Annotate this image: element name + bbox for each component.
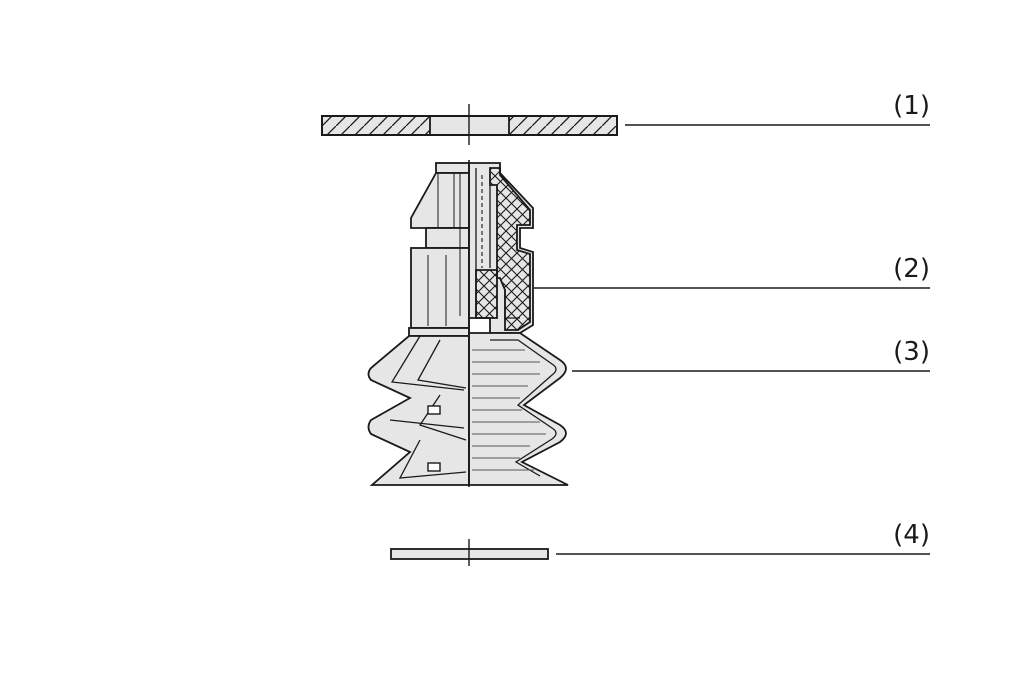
part-3-bellows-right-section xyxy=(468,332,569,486)
part-2-fitting-right-section xyxy=(468,162,534,334)
part-2-fitting-left-half xyxy=(408,162,470,337)
part-3-bellows-left-half xyxy=(367,335,470,486)
callout-label-1: (1) xyxy=(893,91,930,121)
callout-label-2: (2) xyxy=(893,254,930,284)
part-1-top-washer xyxy=(321,115,618,136)
callout-label-4: (4) xyxy=(893,520,930,550)
callout-label-3: (3) xyxy=(893,337,930,367)
